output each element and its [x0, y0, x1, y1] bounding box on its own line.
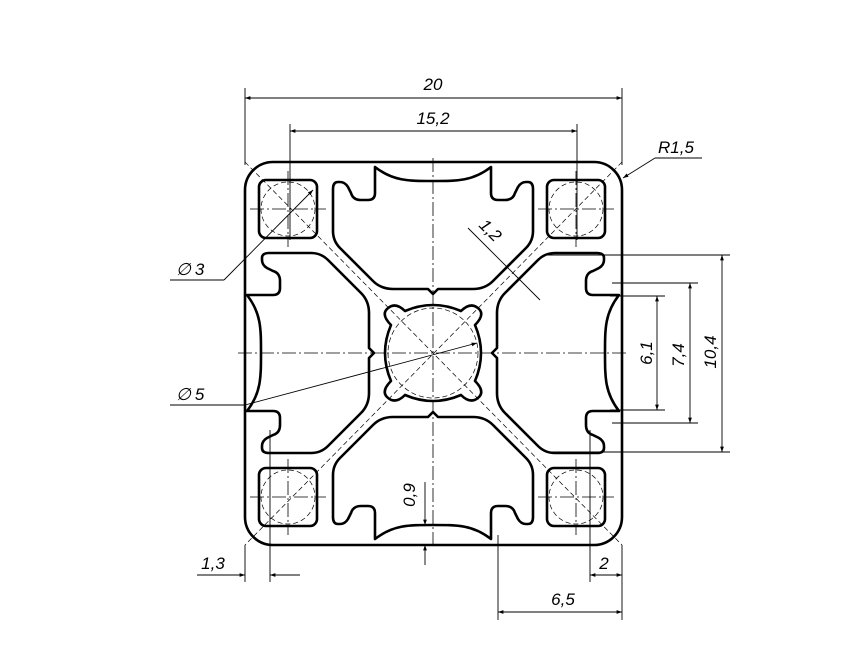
svg-text:2: 2: [598, 554, 609, 573]
svg-text:∅3: ∅3: [176, 260, 205, 279]
corner-hole-tl: [248, 169, 328, 249]
dim-hole-spacing: 15,2: [289, 109, 578, 240]
svg-text:6,1: 6,1: [637, 341, 656, 365]
dim-slot-opening: 6,1: [610, 295, 665, 411]
dim-slot-depth: 6,5: [497, 535, 622, 620]
svg-text:R1,5: R1,5: [658, 138, 694, 157]
dim-wall: 1,3: [197, 430, 300, 582]
dim-lip-depth: 0,9: [400, 482, 427, 565]
dim-corner-hole-diameter: ∅3: [170, 189, 314, 281]
svg-text:6,5: 6,5: [551, 590, 575, 609]
svg-text:1,3: 1,3: [201, 554, 225, 573]
profile-section: [238, 158, 628, 548]
dim-corner-radius: R1,5: [622, 138, 702, 179]
svg-text:1,2: 1,2: [475, 215, 506, 246]
center-hole: [383, 303, 483, 403]
svg-text:∅5: ∅5: [176, 385, 205, 404]
dim-center-hole-diameter: ∅5: [170, 342, 478, 406]
dim-slot-width: 10,4: [545, 254, 730, 453]
svg-text:15,2: 15,2: [416, 109, 450, 128]
diagonal-2: [244, 161, 623, 546]
corner-hole-bl: [248, 457, 328, 537]
svg-text:7,4: 7,4: [669, 343, 688, 367]
dim-overall-width: 20: [244, 75, 623, 165]
svg-text:20: 20: [423, 75, 443, 94]
dim-slot-inner: 7,4: [612, 282, 698, 424]
dim-lip: 2: [589, 430, 623, 620]
outer-contour: [243, 160, 624, 547]
corner-hole-br: [536, 457, 616, 537]
svg-text:0,9: 0,9: [400, 483, 419, 507]
svg-text:10,4: 10,4: [701, 335, 720, 368]
